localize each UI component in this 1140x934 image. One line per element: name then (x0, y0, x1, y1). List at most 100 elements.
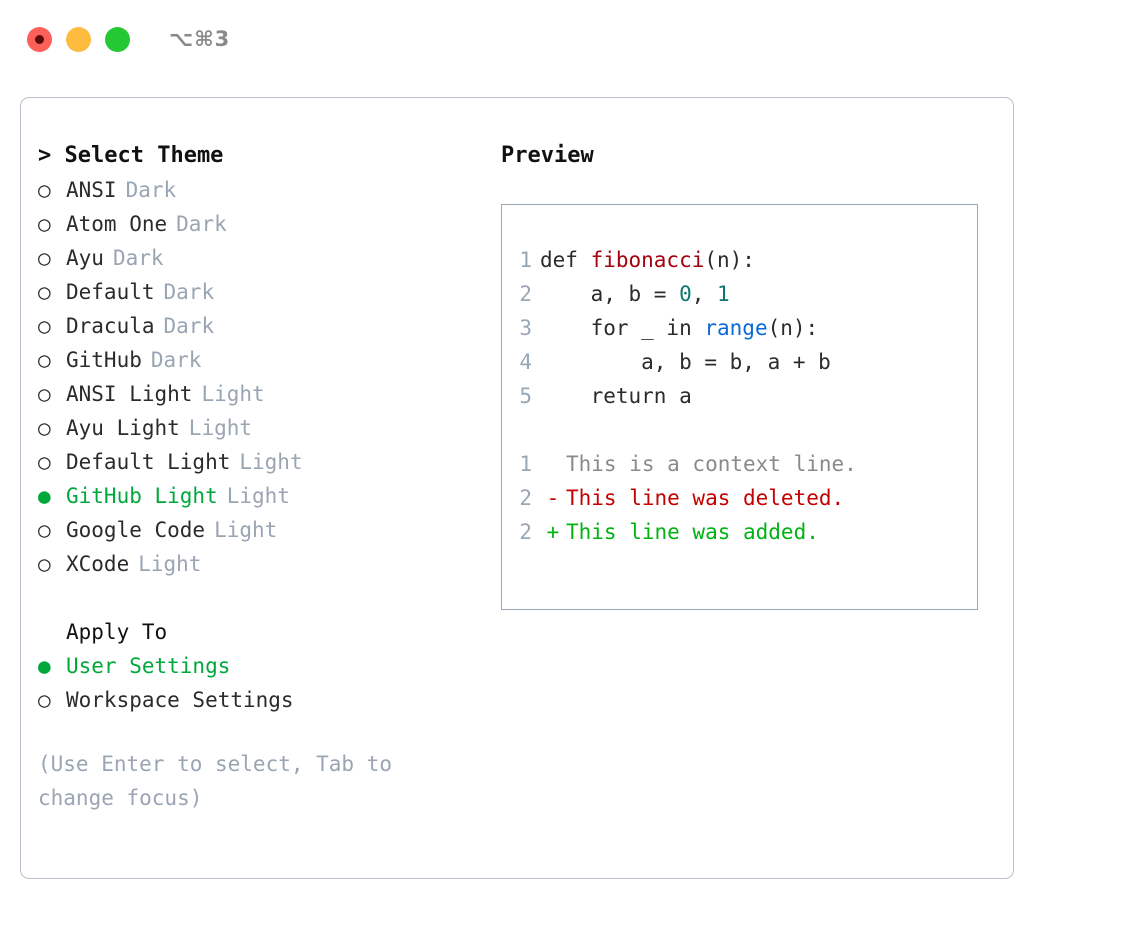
code-line: 1 def fibonacci(n): (506, 243, 977, 277)
radio-selected-icon: ● (38, 484, 51, 508)
code-token-plain: (n): (767, 316, 819, 340)
code-line: 5 return a (506, 379, 977, 413)
theme-option-label: Google Code (66, 518, 206, 542)
titlebar: ⌥⌘3 (0, 0, 1140, 78)
radio-unselected-icon: ○ (38, 552, 51, 576)
apply-to-option-label: User Settings (66, 654, 231, 678)
select-theme-header: > Select Theme (38, 143, 224, 168)
theme-option-label: Ayu Light (66, 416, 180, 440)
close-button-icon[interactable] (27, 26, 52, 52)
radio-unselected-icon: ○ (38, 518, 51, 542)
code-line-text: for _ in range(n): (540, 311, 819, 345)
theme-option-variant-badge: Light (138, 552, 202, 576)
diff-line-del: 2-This line was deleted. (506, 481, 977, 515)
theme-option-variant-badge: Dark (176, 212, 227, 236)
theme-option-label: Default (66, 280, 155, 304)
diff-marker (540, 447, 566, 481)
radio-unselected-icon: ○ (38, 246, 51, 270)
diff-line-text: This line was deleted. (566, 486, 845, 510)
code-token-num: 1 (717, 282, 730, 306)
code-line: 4 a, b = b, a + b (506, 345, 977, 379)
theme-option-variant-badge: Light (214, 518, 278, 542)
theme-option-label: GitHub (66, 348, 142, 372)
theme-option-dracula[interactable]: ○ Dracula Dark (38, 309, 491, 343)
code-token-plain: (n): (704, 248, 755, 272)
code-token-call: range (704, 316, 768, 340)
radio-unselected-icon: ○ (38, 416, 51, 440)
radio-unselected-icon: ○ (38, 688, 51, 712)
preview-header: Preview (501, 143, 594, 168)
apply-to-header: Apply To (66, 620, 168, 644)
code-token-fn: fibonacci (590, 248, 705, 272)
radio-unselected-icon: ○ (38, 382, 51, 406)
code-token-plain: return a (540, 384, 692, 408)
theme-option-variant-badge: Dark (125, 178, 177, 202)
theme-option-ayu[interactable]: ○ Ayu Dark (38, 241, 491, 275)
line-number: 1 (519, 452, 532, 476)
code-token-plain: def (540, 248, 591, 272)
keyboard-hint-text: (Use Enter to select, Tab to change focu… (38, 752, 393, 810)
code-token-plain: for _ in (540, 316, 705, 340)
code-token-plain: a, b = b, a + b (540, 350, 831, 374)
line-number: 4 (519, 350, 532, 374)
theme-option-label: Ayu (66, 246, 104, 270)
code-line: 2 a, b = 0, 1 (506, 277, 977, 311)
apply-to-option-workspace-settings[interactable]: ○ Workspace Settings (38, 683, 491, 717)
line-number: 2 (519, 486, 532, 510)
diff-marker: + (546, 520, 560, 544)
theme-option-ansi-light[interactable]: ○ ANSI Light Light (38, 377, 491, 411)
theme-option-label: Dracula (66, 314, 155, 338)
radio-unselected-icon: ○ (38, 348, 51, 372)
line-number: 2 (519, 520, 532, 544)
window-controls (27, 26, 130, 52)
diff-line-text: This is a context line. (566, 452, 857, 476)
line-number: 5 (519, 384, 532, 408)
theme-option-google-code[interactable]: ○ Google Code Light (38, 513, 491, 547)
theme-option-variant-badge: Dark (112, 246, 164, 270)
theme-option-variant-badge: Dark (163, 314, 215, 338)
code-line-text: return a (540, 379, 692, 413)
diff-line-add: 2 +This line was added. (506, 515, 977, 549)
theme-option-label: GitHub Light (66, 484, 218, 508)
maximize-button-icon[interactable] (105, 26, 130, 52)
diff-line-text: This line was added. (566, 520, 819, 544)
theme-option-variant-badge: Light (201, 382, 265, 406)
theme-option-ayu-light[interactable]: ○ Ayu Light Light (38, 411, 491, 445)
theme-option-label: Default Light (66, 450, 231, 474)
theme-option-label: ANSI Light (66, 382, 193, 406)
code-line-text: a, b = b, a + b (540, 345, 831, 379)
line-number: 2 (519, 282, 532, 306)
apply-to-option-label: Workspace Settings (66, 688, 294, 712)
line-number: 1 (519, 248, 532, 272)
radio-unselected-icon: ○ (38, 280, 51, 304)
code-line-text: a, b = 0, 1 (540, 277, 730, 311)
line-number: 3 (519, 316, 532, 340)
minimize-button-icon[interactable] (66, 26, 91, 52)
theme-option-github-light[interactable]: ● GitHub Light Light (38, 479, 491, 513)
list-spacer (38, 581, 491, 615)
radio-unselected-icon: ○ (38, 314, 51, 338)
theme-option-variant-badge: Light (226, 484, 290, 508)
apply-to-option-list: ● User Settings ○ Workspace Settings (38, 649, 491, 717)
apply-to-option-user-settings[interactable]: ● User Settings (38, 649, 491, 683)
code-token-num: 0 (679, 282, 692, 306)
radio-selected-icon: ● (38, 654, 51, 678)
theme-option-variant-badge: Light (188, 416, 253, 440)
radio-unselected-icon: ○ (38, 178, 51, 202)
diff-line-context: 1 This is a context line. (506, 447, 977, 481)
radio-unselected-icon: ○ (38, 450, 51, 474)
diff-marker: - (546, 486, 560, 510)
code-line: 3 for _ in range(n): (506, 311, 977, 345)
